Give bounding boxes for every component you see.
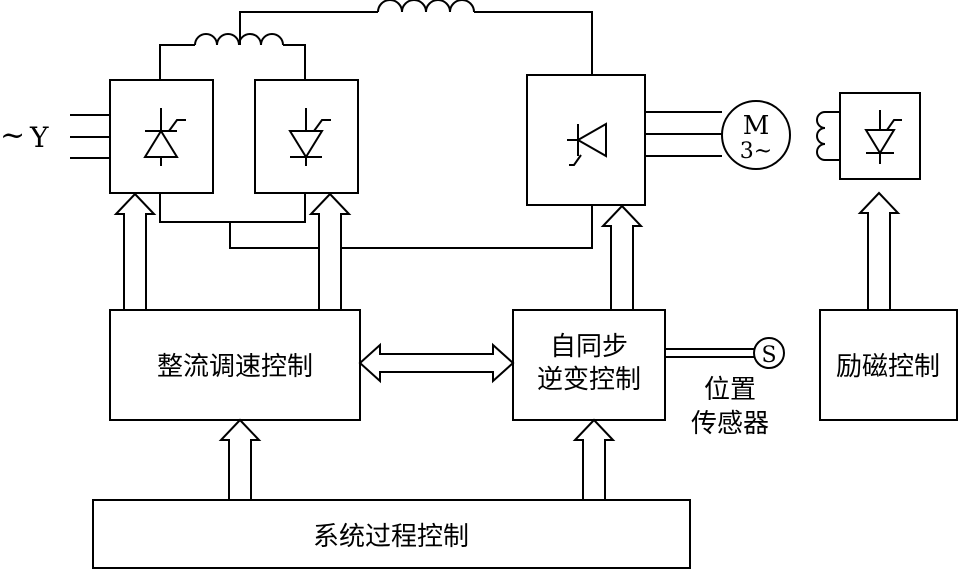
arrow-up-icon <box>572 418 616 501</box>
position-sensor: S 位置 传感器 <box>665 337 785 439</box>
bidirectional-arrow-icon <box>358 342 515 384</box>
sensor-symbol: S <box>761 343 776 368</box>
ac-source: ~ Y <box>0 114 110 159</box>
thyristor-icon <box>288 108 331 166</box>
dc-link-wiring <box>159 0 593 249</box>
rectifier-speed-control-label: 整流调速控制 <box>157 352 313 382</box>
self-sync-label-line1: 自同步 <box>550 332 628 362</box>
arrow-up-icon <box>113 192 157 311</box>
ac-star-symbol: Y <box>29 121 49 154</box>
thyristor-icon <box>864 110 902 164</box>
rectifier-1 <box>109 79 214 194</box>
motor-phase: 3~ <box>740 139 772 164</box>
system-process-control-label: 系统过程控制 <box>313 522 469 552</box>
inverter <box>526 74 722 206</box>
thyristor-icon <box>567 122 607 166</box>
excitation-coil <box>816 111 840 161</box>
arrow-up-icon <box>308 192 352 311</box>
field-winding-icon <box>816 111 826 161</box>
excitation-control-block: 励磁控制 <box>819 309 958 421</box>
system-process-control-block: 系统过程控制 <box>92 499 691 569</box>
arrow-up-icon <box>857 191 901 311</box>
sensor-label-line2: 传感器 <box>691 409 769 439</box>
excitation-rectifier <box>839 92 921 180</box>
rectifier-speed-control-block: 整流调速控制 <box>109 309 361 421</box>
motor-letter: M <box>743 111 770 141</box>
self-sync-inverter-control-block: 自同步 逆变控制 <box>512 309 666 421</box>
self-sync-label-line2: 逆变控制 <box>537 365 641 395</box>
excitation-control-label: 励磁控制 <box>836 352 940 382</box>
motor: M 3~ <box>721 100 791 170</box>
inductor-top-icon <box>377 0 475 13</box>
ac-tilde: ~ <box>0 118 25 153</box>
thyristor-icon <box>143 108 186 166</box>
rectifier-2 <box>254 79 359 194</box>
arrow-up-icon <box>218 418 262 501</box>
arrow-up-icon <box>600 204 644 311</box>
sensor-label-line1: 位置 <box>704 375 756 405</box>
